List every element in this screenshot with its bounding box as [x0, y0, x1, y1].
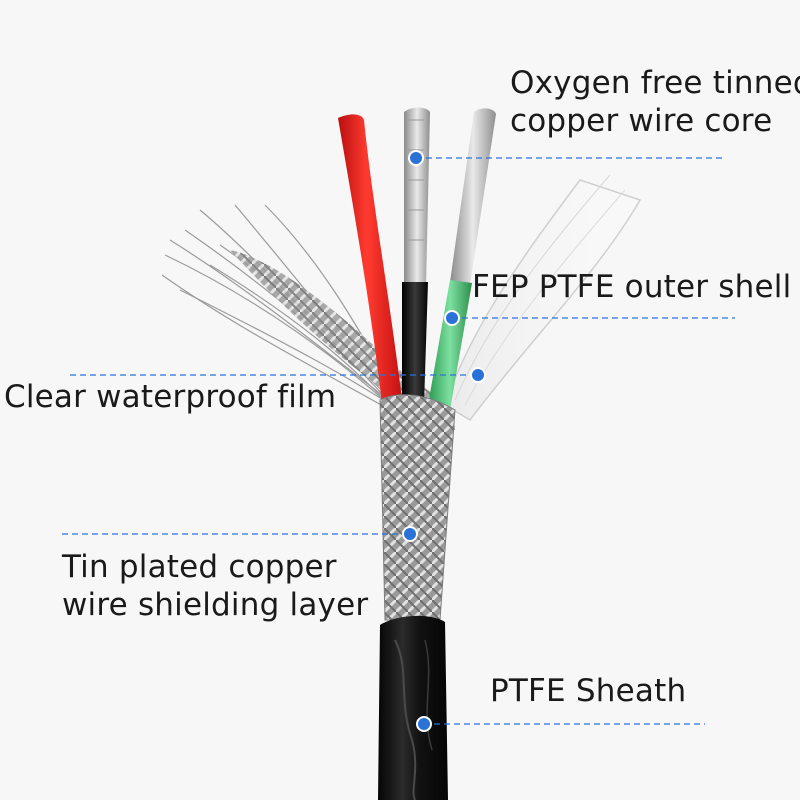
dot-sheath	[416, 716, 432, 732]
leader-dots	[402, 150, 486, 732]
leader-lines	[62, 157, 735, 725]
red-wire	[338, 114, 402, 404]
label-sheath: PTFE Sheath	[490, 672, 686, 710]
label-core-line2: copper wire core	[510, 103, 773, 139]
green-wire	[428, 280, 472, 410]
label-shield: Tin plated copper wire shielding layer	[62, 548, 368, 624]
label-fep: FEP PTFE outer shell	[472, 268, 791, 306]
label-shield-line2: wire shielding layer	[62, 587, 369, 623]
tinned-core-2	[450, 108, 496, 285]
label-core-line1: Oxygen free tinned	[510, 65, 800, 101]
tinned-core-1	[404, 107, 430, 285]
label-fep-text: FEP PTFE outer shell	[472, 269, 792, 305]
dot-shield	[402, 526, 418, 542]
braided-shield	[379, 394, 456, 621]
dot-film	[470, 367, 486, 383]
label-film: Clear waterproof film	[4, 378, 336, 416]
dot-fep	[444, 310, 460, 326]
label-core: Oxygen free tinned copper wire core	[510, 64, 800, 140]
label-film-text: Clear waterproof film	[4, 379, 337, 415]
label-sheath-text: PTFE Sheath	[490, 673, 687, 709]
ptfe-sheath	[378, 615, 448, 800]
black-wire	[402, 282, 428, 405]
label-shield-line1: Tin plated copper	[62, 549, 337, 585]
dot-core	[408, 150, 424, 166]
